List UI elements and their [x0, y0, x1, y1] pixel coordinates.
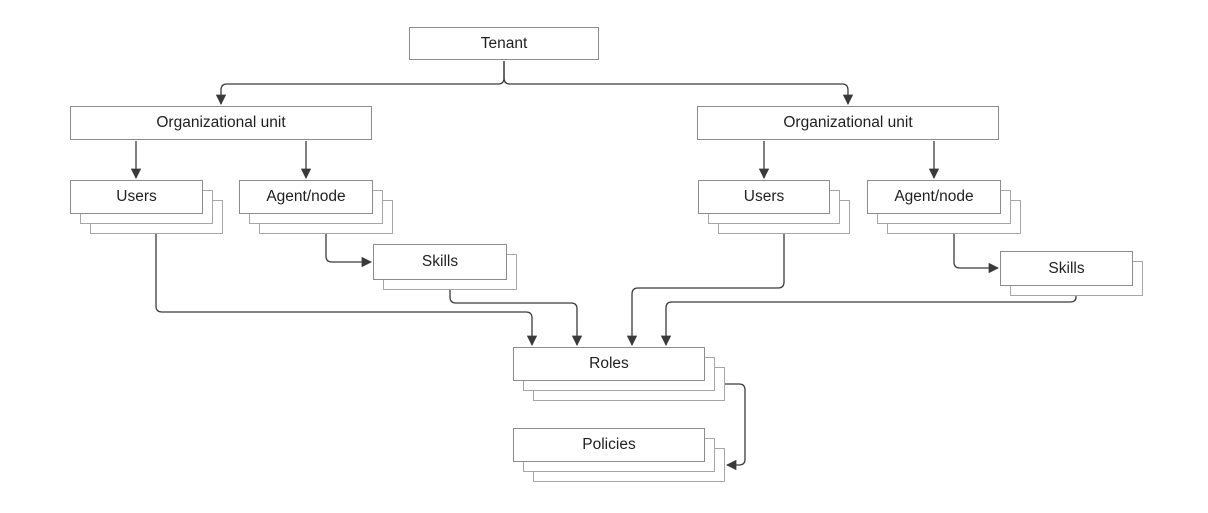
node-label: Skills [421, 253, 459, 271]
node-label: Policies [582, 436, 636, 454]
node-box: Agent/node [867, 180, 1001, 214]
node-label: Organizational unit [156, 114, 286, 132]
edge-agent-node-right-to-skills-right [953, 234, 1000, 274]
node-box: Organizational unit [697, 106, 999, 140]
node-box: Organizational unit [70, 106, 372, 140]
node-label: Users [743, 188, 785, 206]
edge-agent-node-left-to-skills-left [325, 234, 373, 268]
node-skills-left: Skills [373, 244, 517, 290]
node-box: Users [698, 180, 830, 214]
node-users-left: Users [70, 180, 223, 234]
node-label: Agent/node [894, 188, 974, 206]
node-label: Users [116, 188, 157, 206]
edge-tenant-to-org-unit-left [215, 61, 505, 106]
node-users-right: Users [698, 180, 850, 234]
node-box: Roles [513, 347, 705, 381]
node-box: Tenant [409, 27, 599, 60]
node-label: Agent/node [266, 188, 346, 206]
edge-users-right-to-roles [626, 234, 785, 347]
node-box: Users [70, 180, 203, 214]
edge-roles-to-policies [725, 383, 746, 471]
node-box: Skills [1000, 251, 1133, 286]
node-box: Policies [513, 428, 705, 462]
edge-skills-left-to-roles [449, 290, 583, 347]
node-label: Tenant [480, 34, 528, 52]
node-box: Skills [373, 244, 507, 280]
node-skills-right: Skills [1000, 251, 1143, 296]
node-policies: Policies [513, 428, 725, 482]
node-agent-node-left: Agent/node [239, 180, 393, 234]
node-tenant: Tenant [409, 27, 599, 60]
node-roles: Roles [513, 347, 725, 401]
node-label: Roles [589, 355, 629, 373]
node-box: Agent/node [239, 180, 373, 214]
edge-tenant-to-org-unit-right [503, 61, 854, 106]
node-agent-node-right: Agent/node [867, 180, 1021, 234]
node-label: Organizational unit [783, 114, 913, 132]
node-org-unit-left: Organizational unit [70, 106, 372, 140]
edge-skills-right-to-roles [660, 296, 1077, 347]
node-org-unit-right: Organizational unit [697, 106, 999, 140]
node-label: Skills [1048, 259, 1085, 277]
